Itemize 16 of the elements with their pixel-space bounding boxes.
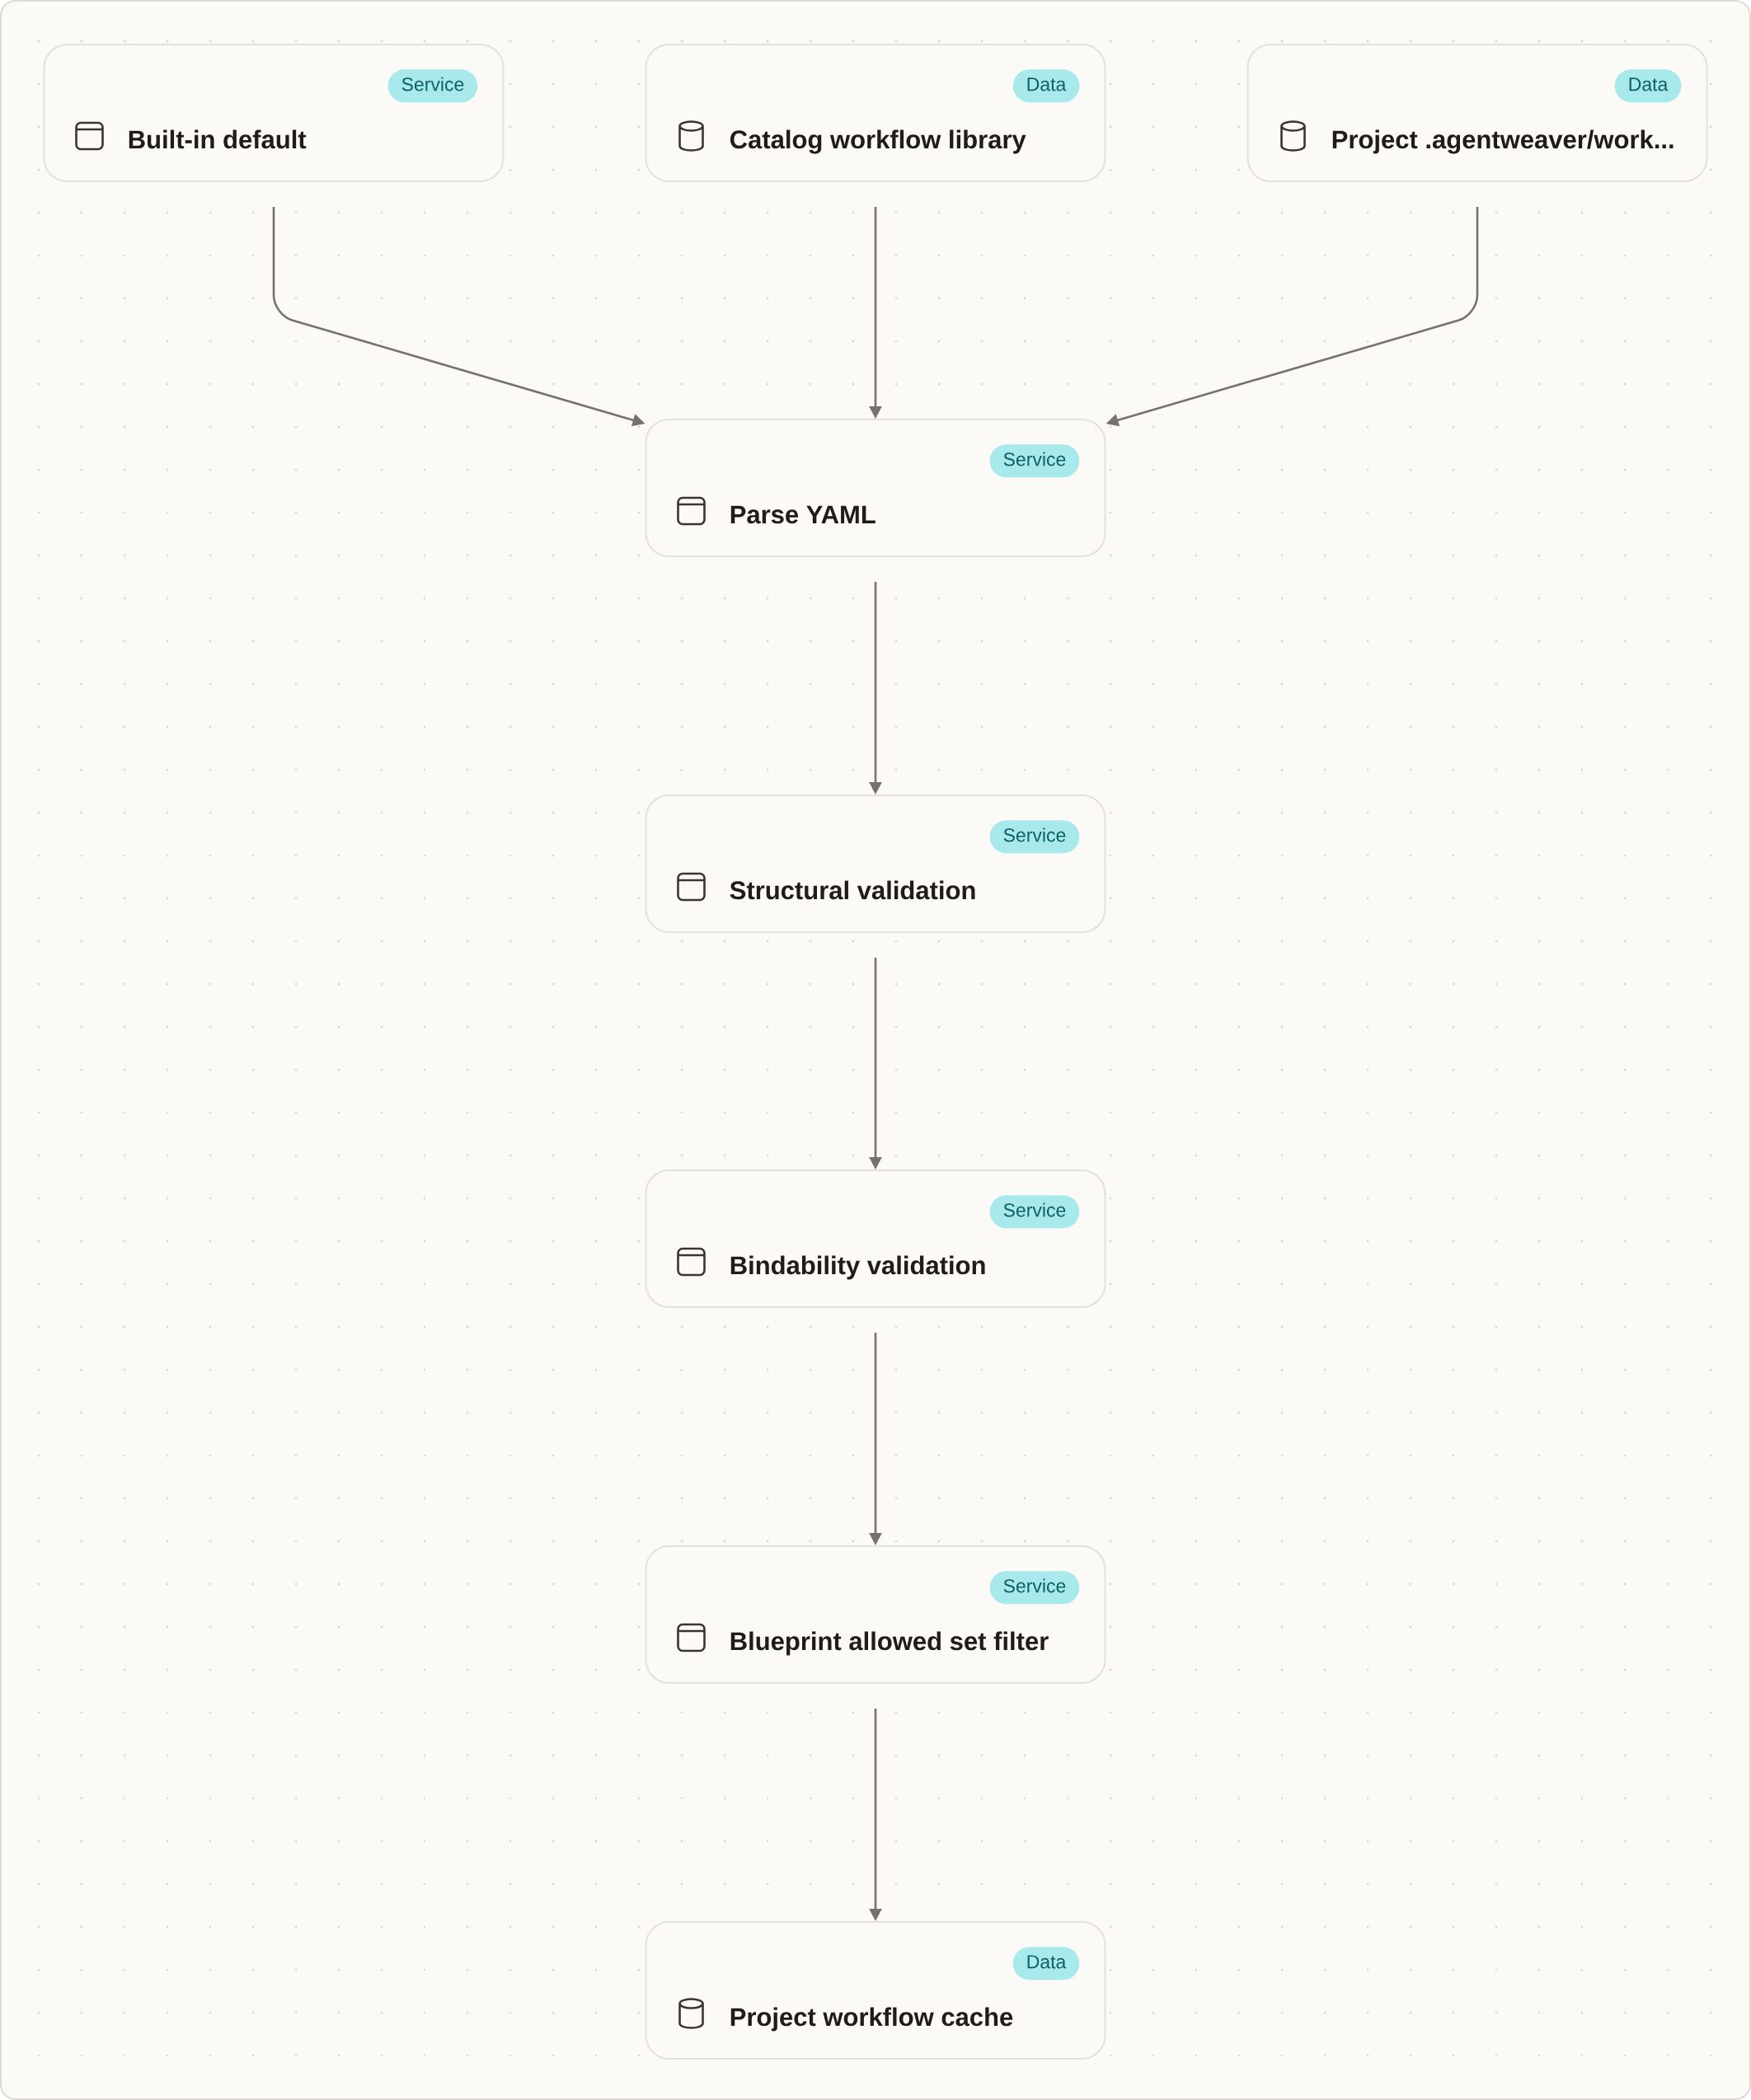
type-badge: Data — [1614, 69, 1682, 103]
type-badge: Service — [989, 1571, 1080, 1605]
type-badge: Service — [989, 1195, 1080, 1229]
node-title: Catalog workflow library — [730, 129, 1026, 154]
type-badge: Data — [1012, 69, 1080, 103]
node-title: Project .agentweaver/work... — [1332, 129, 1674, 154]
node-title: Project workflow cache — [730, 2007, 1013, 2032]
type-badge: Service — [387, 69, 478, 103]
type-badge: Data — [1012, 1947, 1080, 1980]
node-title: Built-in default — [129, 129, 307, 149]
node-title: Parse YAML — [730, 505, 876, 524]
type-badge: Service — [989, 820, 1080, 854]
type-badge: Service — [989, 444, 1080, 478]
node-title: Bindability validation — [730, 1255, 985, 1280]
node-title: Structural validation — [730, 880, 975, 900]
node-title: Blueprint allowed set filter — [730, 1631, 1049, 1656]
